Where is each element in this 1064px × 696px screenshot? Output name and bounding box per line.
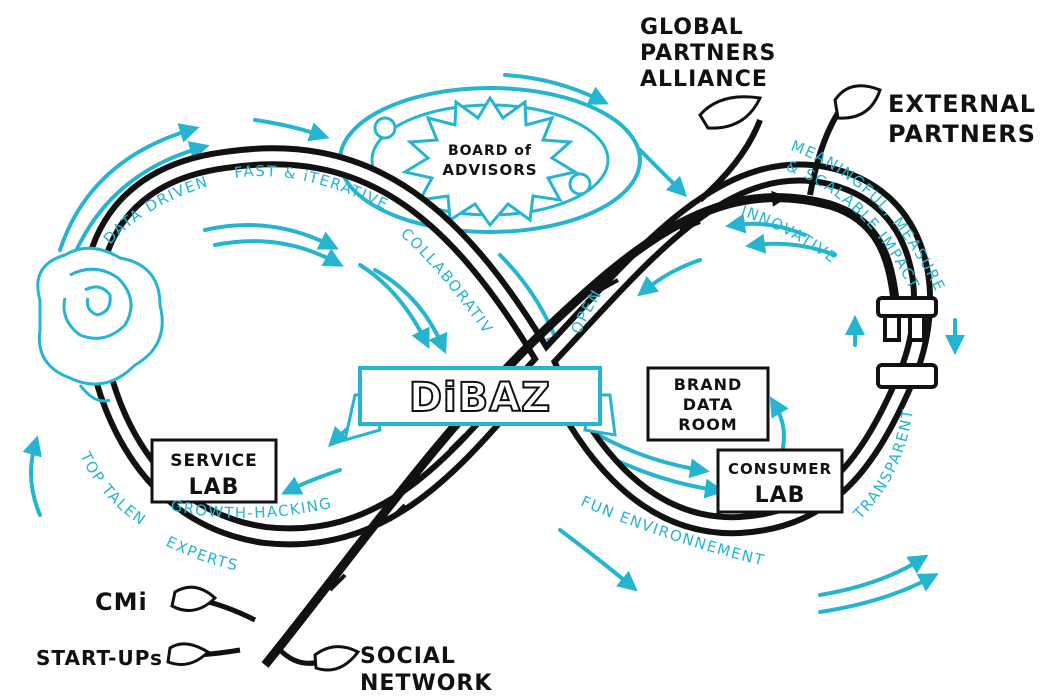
social-line1: SOCIAL <box>360 644 456 669</box>
node-icon <box>373 116 397 140</box>
rose-icon <box>36 246 164 403</box>
service-lab-box: SERVICE LAB <box>150 438 278 504</box>
brand-data-room-box: BRAND DATA ROOM <box>646 366 770 442</box>
service-lab-line1: SERVICE <box>170 451 258 471</box>
external-line2: PARTNERS <box>888 120 1036 148</box>
leaf-icon <box>166 642 211 666</box>
social-line2: NETWORK <box>360 671 492 696</box>
external-line1: EXTERNAL <box>888 90 1036 118</box>
consumer-lab-box: CONSUMER LAB <box>716 448 844 514</box>
consumer-lab-line1: CONSUMER <box>728 460 832 478</box>
arrow-icon <box>503 73 609 105</box>
arrow-icon <box>818 554 929 597</box>
arrow-icon <box>373 268 448 355</box>
global-line2: PARTNERS <box>640 41 776 66</box>
consumer-lab-line2: LAB <box>755 483 806 508</box>
brand-line1: BRAND <box>674 375 743 394</box>
arrow-icon <box>725 213 807 237</box>
brand-line3: ROOM <box>678 415 737 434</box>
leaf-icon <box>698 95 763 130</box>
arrow-icon <box>203 223 339 250</box>
arrow-icon <box>818 573 939 614</box>
partner-labels: GLOBAL PARTNERS ALLIANCE EXTERNAL PARTNE… <box>36 15 1036 696</box>
leaf-icon <box>313 645 361 672</box>
service-lab-line2: LAB <box>189 475 240 500</box>
arrow-icon <box>253 118 330 142</box>
arrow-icon <box>58 123 200 252</box>
leaves <box>166 84 882 672</box>
arrow-icon <box>68 141 210 267</box>
startups-label: START-UPs <box>36 646 163 670</box>
arrow-icon <box>558 528 638 592</box>
value-innovative: INNOVATIVE <box>739 202 840 267</box>
arrow-icon <box>281 468 342 495</box>
burst-icon <box>401 95 579 228</box>
leaf-icon <box>170 585 218 612</box>
cmi-label: CMi <box>95 588 148 616</box>
arrow-icon <box>637 258 702 297</box>
value-experts: EXPERTS <box>163 532 239 574</box>
leaf-icon <box>833 84 882 120</box>
node-icon <box>568 172 592 196</box>
brand-line2: DATA <box>683 395 733 414</box>
board-line1: BOARD of <box>448 143 532 159</box>
global-line1: GLOBAL <box>640 15 744 40</box>
dibaz-ribbon: DiBAZ <box>342 366 617 443</box>
arrow-icon <box>638 148 688 198</box>
gate-icon <box>876 296 938 389</box>
svg-text:INNOVATIVE: INNOVATIVE <box>739 202 841 267</box>
arrow-icon <box>22 435 42 517</box>
arrow-icon <box>358 263 430 349</box>
dibaz-title: DiBAZ <box>409 375 551 421</box>
board-line2: ADVISORS <box>442 161 537 179</box>
global-line3: ALLIANCE <box>640 67 768 92</box>
arrow-icon <box>213 239 344 267</box>
svg-text:EXPERTS: EXPERTS <box>163 532 240 574</box>
arrow-icon <box>588 428 710 479</box>
flow-arrows <box>22 73 965 614</box>
board-of-advisors: BOARD of ADVISORS <box>338 86 642 234</box>
arrow-icon <box>745 233 837 257</box>
